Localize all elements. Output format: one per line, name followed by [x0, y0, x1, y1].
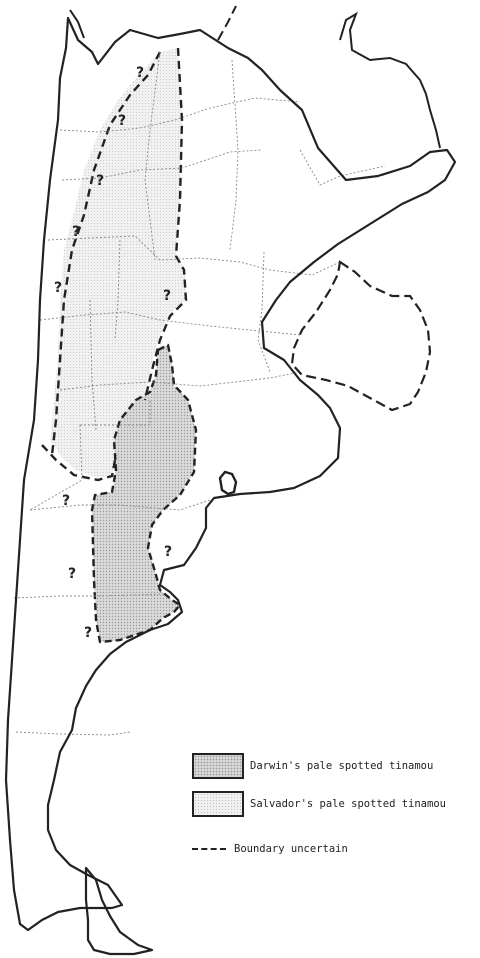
uncertain-boundary-east	[143, 47, 188, 401]
province-boundaries	[13, 51, 386, 736]
island-outline	[218, 470, 238, 496]
question-mark: ?	[136, 65, 144, 81]
question-mark: ?	[96, 173, 104, 189]
darwin-range-area	[90, 343, 198, 644]
question-mark: ?	[164, 544, 172, 560]
question-mark: ?	[62, 493, 70, 509]
legend-label-boundary: Boundary uncertain	[234, 843, 348, 855]
border-fragment-nw	[69, 9, 85, 39]
border-fragment-ne	[339, 11, 441, 149]
uncertainty-markers: ? ? ? ? ? ? ? ? ? ?	[54, 65, 172, 641]
legend-item-darwin: Darwin's pale spotted tinamou	[192, 753, 433, 779]
border-fragment-n	[217, 5, 237, 41]
legend-item-salvador: Salvador's pale spotted tinamou	[192, 791, 446, 817]
uncertain-boundary-south	[41, 444, 118, 482]
question-mark: ?	[163, 288, 171, 304]
question-mark: ?	[118, 113, 126, 129]
legend-label-darwin: Darwin's pale spotted tinamou	[250, 760, 434, 772]
tierra-del-fuego-outline	[84, 866, 154, 956]
legend-item-boundary: Boundary uncertain	[192, 843, 348, 855]
salvador-swatch	[192, 791, 244, 817]
question-mark: ?	[54, 280, 62, 296]
salvador-range-area	[50, 48, 186, 478]
uruguay-outline	[290, 260, 432, 412]
darwin-swatch	[192, 753, 244, 779]
uncertain-boundary-west	[50, 51, 162, 456]
question-mark: ?	[68, 566, 76, 582]
question-mark: ?	[72, 224, 80, 240]
question-mark: ?	[84, 625, 92, 641]
legend-label-salvador: Salvador's pale spotted tinamou	[250, 798, 446, 810]
argentina-outline	[4, 16, 457, 932]
dashed-line-sample	[192, 848, 226, 850]
